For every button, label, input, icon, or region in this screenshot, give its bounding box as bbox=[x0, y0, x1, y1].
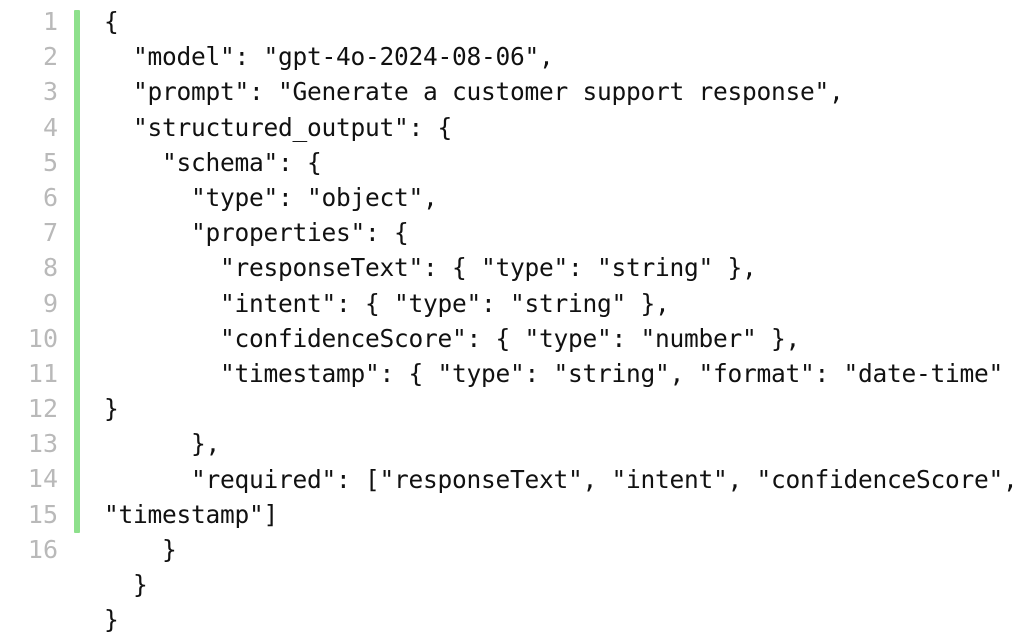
code-content[interactable]: { "model": "gpt-4o-2024-08-06", "prompt"… bbox=[104, 7, 1018, 635]
line-number: 12 bbox=[27, 394, 58, 424]
line-number: 10 bbox=[27, 323, 58, 353]
code-accent-rail bbox=[74, 10, 80, 533]
line-number: 1 bbox=[42, 7, 58, 36]
line-number: 15 bbox=[27, 499, 58, 529]
line-number: 16 bbox=[27, 534, 58, 564]
line-number: 9 bbox=[42, 288, 58, 318]
line-number: 11 bbox=[27, 358, 58, 388]
code-text-area[interactable]: { "model": "gpt-4o-2024-08-06", "prompt"… bbox=[80, 0, 1024, 638]
line-number: 2 bbox=[42, 42, 58, 72]
line-number: 14 bbox=[27, 464, 58, 494]
line-number: 13 bbox=[27, 429, 58, 459]
line-number: 3 bbox=[42, 77, 58, 107]
line-number: 8 bbox=[42, 253, 58, 283]
line-number: 5 bbox=[42, 147, 58, 177]
line-number: 7 bbox=[42, 218, 58, 248]
line-number: 6 bbox=[42, 182, 58, 212]
line-number-gutter: 1 2 3 4 5 6 7 8 9 10 11 12 13 14 15 16 bbox=[0, 0, 58, 567]
line-number: 4 bbox=[42, 112, 58, 142]
